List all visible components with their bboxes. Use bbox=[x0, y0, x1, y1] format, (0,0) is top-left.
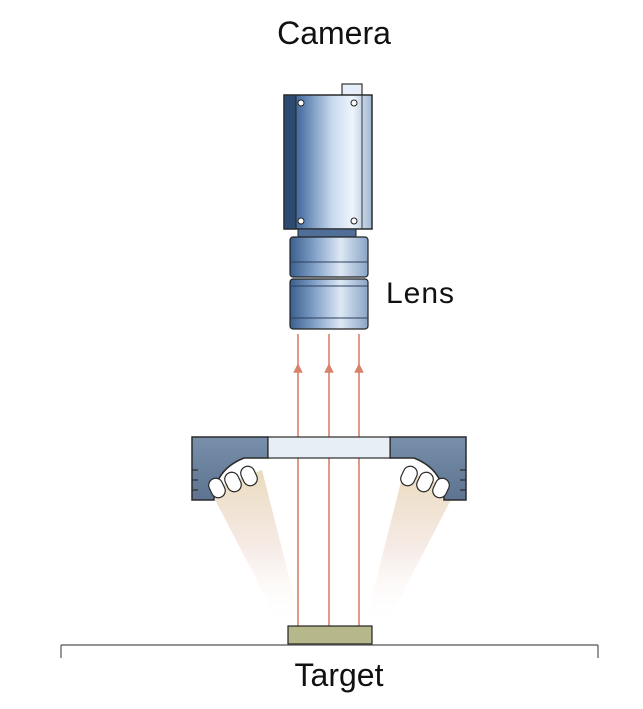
target-object bbox=[287, 625, 373, 645]
light-rays bbox=[293, 334, 364, 626]
led-bulb-icon bbox=[208, 477, 226, 499]
light-beam-left bbox=[210, 470, 300, 625]
led-bulbs-right bbox=[400, 465, 450, 499]
ring-light-diffuser bbox=[267, 436, 391, 459]
camera-connector bbox=[341, 83, 363, 97]
camera-screw-icon bbox=[297, 99, 305, 107]
camera bbox=[283, 83, 373, 230]
camera-label: Camera bbox=[277, 15, 391, 51]
lens-barrel-bottom bbox=[289, 278, 369, 330]
led-bulb-icon bbox=[240, 465, 258, 487]
lens bbox=[289, 228, 369, 330]
led-bulbs-left bbox=[208, 465, 258, 499]
led-bulb-icon bbox=[416, 471, 434, 493]
camera-body bbox=[283, 94, 373, 230]
lens-label: Lens bbox=[386, 277, 455, 310]
camera-screw-icon bbox=[297, 217, 305, 225]
stage-baseline bbox=[60, 644, 599, 658]
led-bulb-icon bbox=[400, 465, 418, 487]
led-bulb-icon bbox=[432, 477, 450, 499]
led-bulb-icon bbox=[224, 471, 242, 493]
camera-front-plate bbox=[283, 94, 297, 230]
camera-screw-icon bbox=[350, 217, 358, 225]
camera-screw-icon bbox=[350, 99, 358, 107]
light-beam-right bbox=[366, 470, 456, 625]
lens-barrel-top bbox=[289, 236, 369, 278]
target-label: Target bbox=[295, 657, 384, 693]
ring-light bbox=[191, 436, 467, 501]
